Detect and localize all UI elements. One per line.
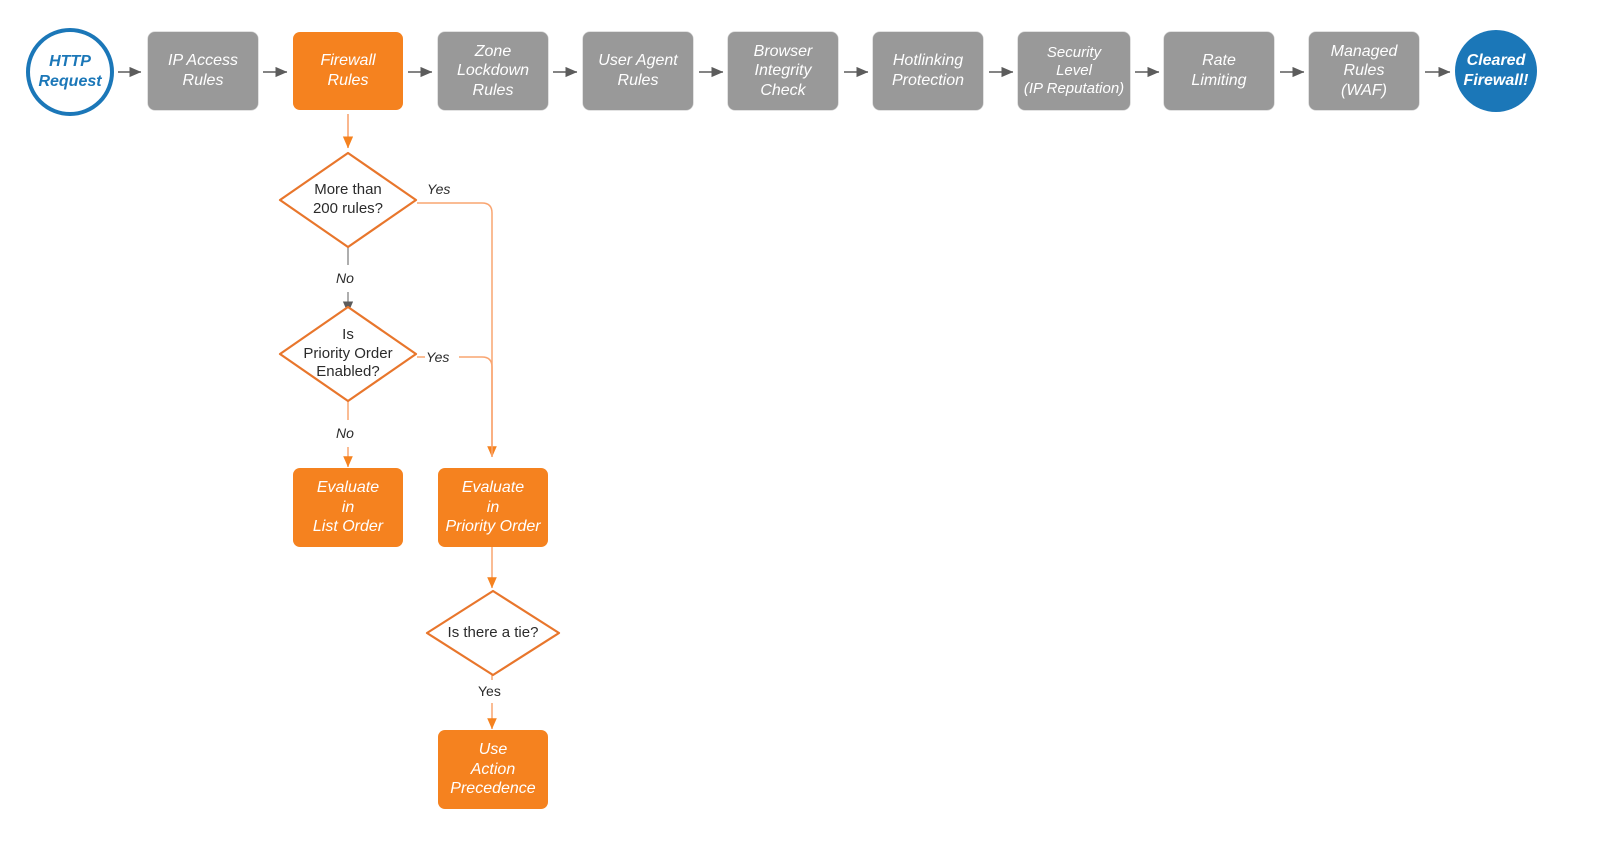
node-evaluate-in-priority-order-label: Evaluate in Priority Order [445, 479, 541, 536]
node-browser-integrity-check-label: Browser Integrity Check [753, 42, 813, 99]
decision-more-than-200-rules-label: More than 200 rules? [312, 181, 384, 217]
edge-label-priority-yes: Yes [426, 349, 450, 365]
node-managed-rules-waf[interactable]: Managed Rules (WAF) [1309, 32, 1419, 110]
node-zone-lockdown-rules-label: Zone Lockdown Rules [456, 42, 530, 99]
decision-is-priority-order-enabled-label: Is Priority Order Enabled? [303, 325, 393, 381]
edge-label-more-rules-no: No [336, 270, 354, 286]
node-managed-rules-waf-label: Managed Rules (WAF) [1330, 42, 1398, 99]
node-rate-limiting-label: Rate Limiting [1191, 52, 1247, 89]
node-firewall-rules[interactable]: Firewall Rules [293, 32, 403, 110]
edge-label-priority-no: No [336, 425, 354, 441]
node-ip-access-rules-label: IP Access Rules [168, 52, 238, 89]
decision-is-priority-order-enabled[interactable]: Is Priority Order Enabled? [277, 304, 419, 404]
node-evaluate-in-list-order-label: Evaluate in List Order [312, 479, 384, 536]
diamond-shape [278, 151, 418, 249]
node-evaluate-in-list-order[interactable]: Evaluate in List Order [293, 468, 403, 547]
node-ip-access-rules[interactable]: IP Access Rules [148, 32, 258, 110]
diamond-shape [278, 305, 418, 403]
node-rate-limiting[interactable]: Rate Limiting [1164, 32, 1274, 110]
node-user-agent-rules-label: User Agent Rules [598, 52, 678, 89]
diamond-shape [425, 589, 561, 677]
node-browser-integrity-check[interactable]: Browser Integrity Check [728, 32, 838, 110]
edge-label-more-rules-yes: Yes [427, 181, 451, 197]
node-cleared-firewall-label: Cleared Firewall! [1463, 52, 1529, 89]
node-cleared-firewall[interactable]: Cleared Firewall! [1455, 30, 1537, 112]
decision-more-than-200-rules[interactable]: More than 200 rules? [277, 150, 419, 250]
node-http-request[interactable]: HTTP Request [26, 28, 114, 116]
decision-is-there-a-tie[interactable]: Is there a tie? [424, 588, 562, 678]
node-http-request-label: HTTP Request [38, 53, 102, 90]
edge-label-tie-yes: Yes [478, 683, 501, 699]
node-hotlinking-protection-label: Hotlinking Protection [891, 52, 965, 89]
node-zone-lockdown-rules[interactable]: Zone Lockdown Rules [438, 32, 548, 110]
node-hotlinking-protection[interactable]: Hotlinking Protection [873, 32, 983, 110]
decision-is-there-a-tie-label: Is there a tie? [447, 623, 539, 641]
node-use-action-precedence[interactable]: Use Action Precedence [438, 730, 548, 809]
node-evaluate-in-priority-order[interactable]: Evaluate in Priority Order [438, 468, 548, 547]
node-firewall-rules-label: Firewall Rules [320, 52, 376, 89]
node-security-level-label: Security Level (IP Reputation) [1023, 43, 1125, 98]
node-user-agent-rules[interactable]: User Agent Rules [583, 32, 693, 110]
node-use-action-precedence-label: Use Action Precedence [450, 741, 536, 798]
node-security-level[interactable]: Security Level (IP Reputation) [1018, 32, 1130, 110]
